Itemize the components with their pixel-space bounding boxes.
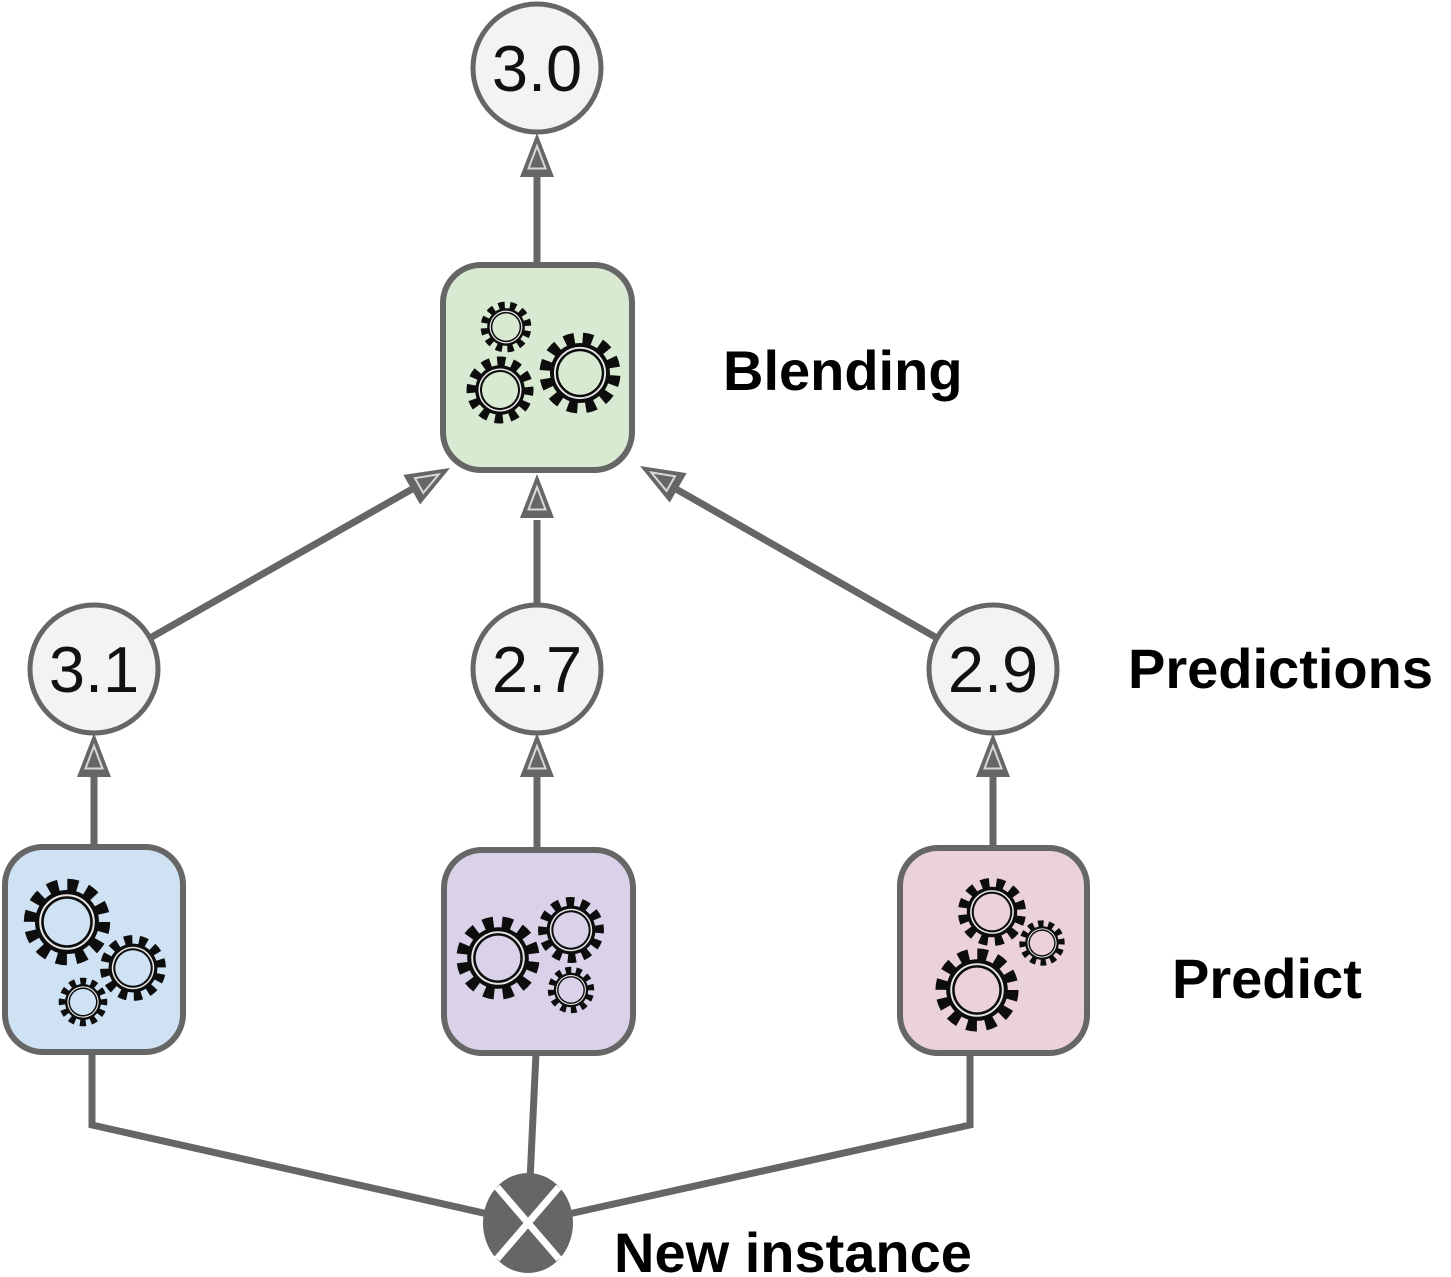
prediction-node-2 [470,602,604,736]
arrow-line [148,484,416,642]
circle-x-icon [483,1173,573,1273]
arrow-up-icon [76,732,112,778]
arrow-up-icon [630,450,688,504]
prediction-value-3: 2.9 [948,633,1038,706]
gear-icon [459,919,537,997]
gear-icon [959,879,1024,944]
arrow-up-icon [519,132,555,178]
predict-label: Predict [1172,947,1362,1010]
gear-icon [481,302,531,352]
x-stroke [494,1184,562,1262]
predict-arrows [76,732,1011,850]
new-instance-label: New instance [614,1221,972,1277]
blend-input-arrows [148,450,939,642]
gear-icon [543,336,617,410]
prediction-value-2: 2.7 [492,633,582,706]
blender-box [440,262,635,473]
prediction-value-1: 3.1 [49,633,139,706]
gear-icon [30,885,104,959]
predictions-label: Predictions [1128,637,1433,700]
arrow-up-icon [402,452,460,506]
arrow-up-icon [519,473,555,519]
blending-label: Blending [723,339,963,402]
prediction-node-3 [926,602,1060,736]
final-prediction-node [470,1,604,135]
arrow-up-icon [975,732,1011,778]
gear-icon [942,955,1013,1026]
final-prediction-value: 3.0 [492,32,582,105]
prediction-node-1 [27,602,161,736]
arrow-up-icon [519,732,555,778]
final-arrow [519,132,555,265]
connector-line-left [88,1052,529,1227]
arrow-line [674,485,939,642]
connector-line-right [527,1052,974,1227]
